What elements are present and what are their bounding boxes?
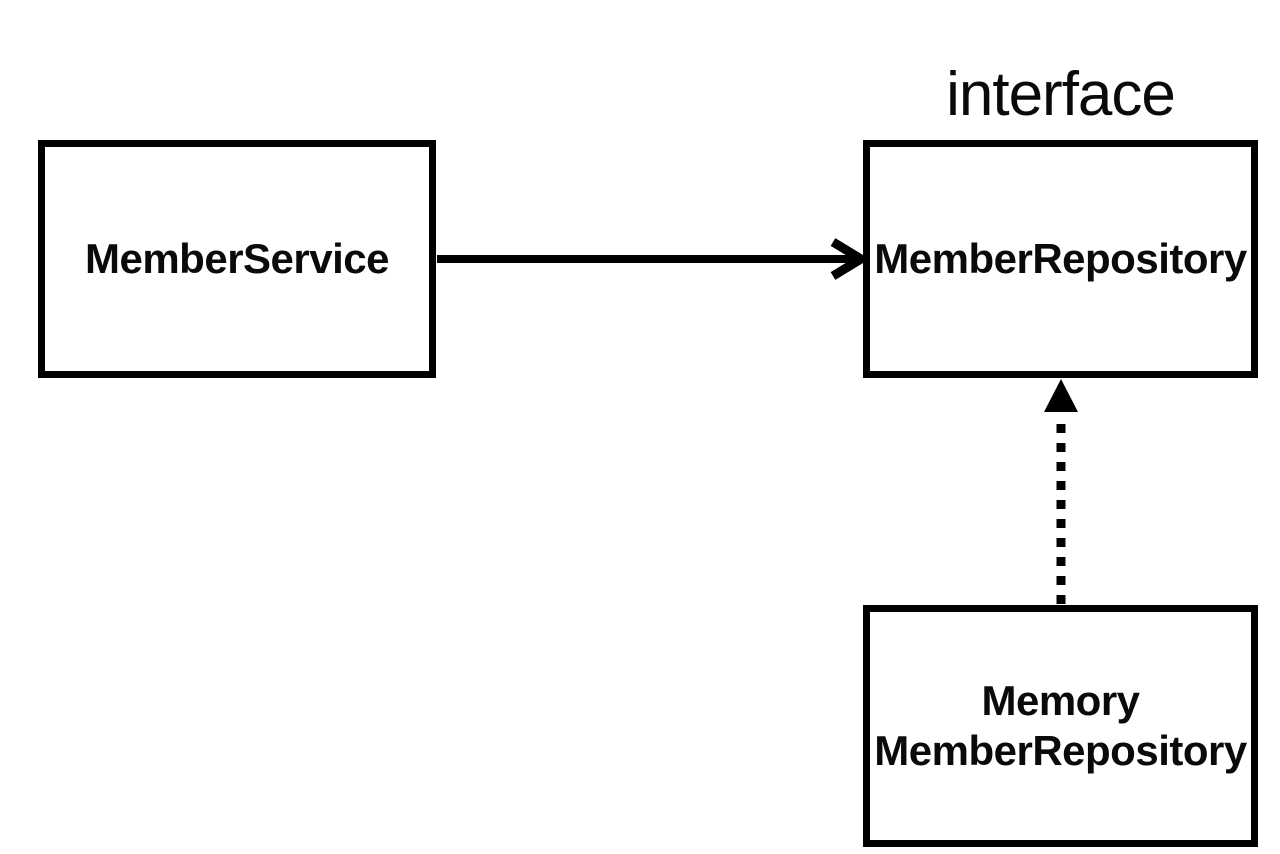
node-memory-member-repository: Memory MemberRepository <box>863 605 1258 847</box>
dependency-arrow <box>437 238 870 280</box>
arrowhead-filled-triangle <box>1044 379 1078 412</box>
implements-arrow <box>1044 379 1078 604</box>
interface-stereotype-label: interface <box>946 60 1176 129</box>
arrowhead-open-chevron <box>830 238 870 280</box>
node-member-service: MemberService <box>38 140 436 378</box>
node-member-repository: MemberRepository <box>863 140 1258 378</box>
node-memory-member-repository-label-line2: MemberRepository <box>874 727 1247 774</box>
node-member-service-label: MemberService <box>84 235 390 282</box>
node-memory-member-repository-label-line1: Memory <box>981 677 1140 724</box>
node-member-repository-label: MemberRepository <box>874 235 1247 282</box>
